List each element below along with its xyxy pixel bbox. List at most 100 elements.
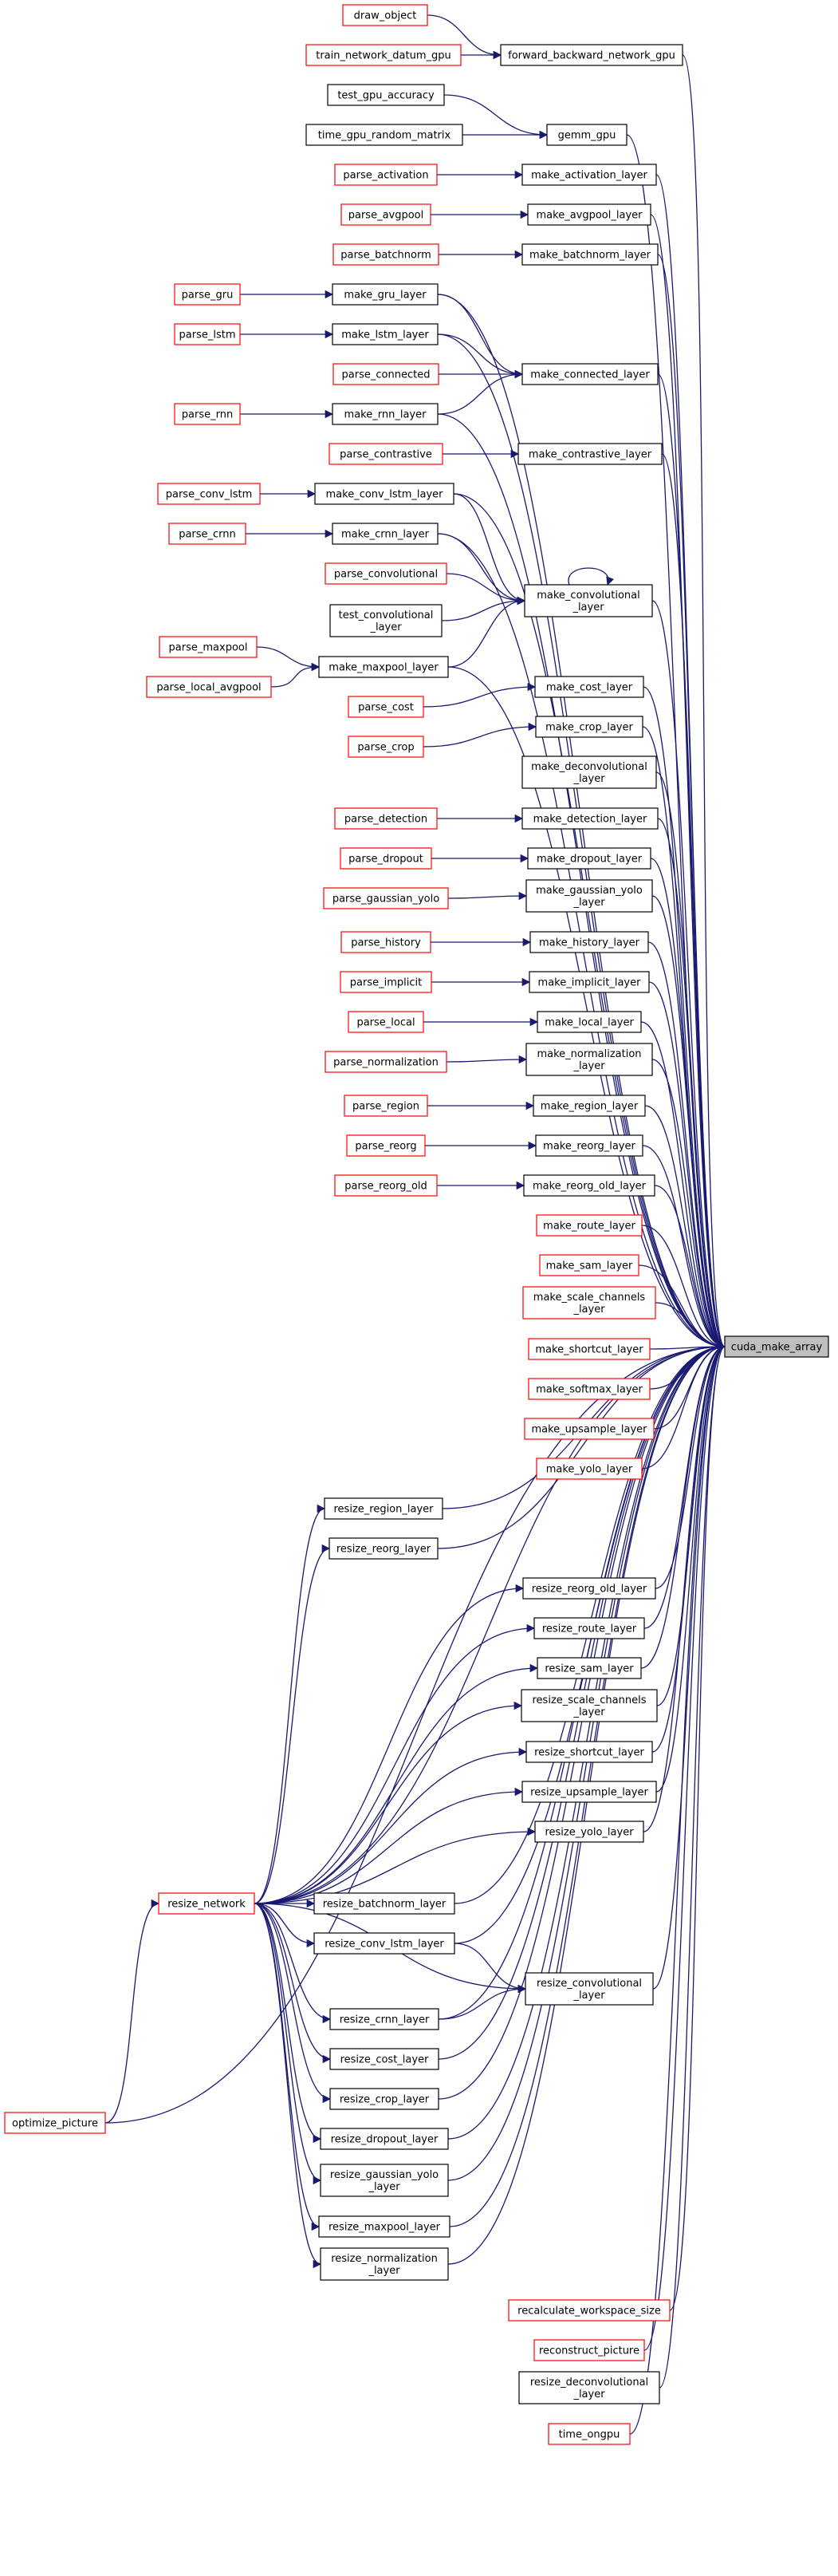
node-box[interactable] (157, 483, 261, 505)
node-resize_shortcut_layer[interactable]: resize_shortcut_layer (525, 1741, 653, 1763)
node-resize_dropout_layer[interactable]: resize_dropout_layer (320, 2128, 449, 2150)
node-resize_crop_layer[interactable]: resize_crop_layer (329, 2088, 439, 2110)
node-box[interactable] (522, 1577, 656, 1600)
node-make_detection_layer[interactable]: make_detection_layer (521, 807, 659, 830)
node-box[interactable] (521, 1689, 658, 1722)
node-resize_deconvolutional_layer[interactable]: resize_deconvolutional_layer (518, 2371, 660, 2404)
node-make_softmax_layer[interactable]: make_softmax_layer (528, 1378, 651, 1400)
node-box[interactable] (159, 636, 258, 658)
node-make_avgpool_layer[interactable]: make_avgpool_layer (527, 203, 651, 226)
node-box[interactable] (158, 1892, 255, 1915)
node-box[interactable] (329, 2088, 439, 2110)
node-make_rnn_layer[interactable]: make_rnn_layer (332, 403, 439, 425)
node-box[interactable] (334, 164, 438, 186)
node-reconstruct_picture[interactable]: reconstruct_picture (533, 2339, 645, 2361)
node-parse_gru[interactable]: parse_gru (174, 283, 241, 306)
node-box[interactable] (521, 243, 659, 266)
node-make_crnn_layer[interactable]: make_crnn_layer (332, 523, 439, 545)
node-box[interactable] (318, 656, 449, 678)
node-parse_reorg_old[interactable]: parse_reorg_old (334, 1174, 438, 1197)
node-box[interactable] (348, 696, 424, 718)
node-recalculate_workspace_size[interactable]: recalculate_workspace_size (508, 2299, 671, 2322)
node-box[interactable] (525, 1972, 654, 2006)
node-box[interactable] (528, 1338, 651, 1360)
node-resize_gaussian_yolo_layer[interactable]: resize_gaussian_yolo_layer (320, 2164, 449, 2197)
node-box[interactable] (527, 203, 651, 226)
node-box[interactable] (533, 1095, 646, 1117)
node-parse_history[interactable]: parse_history (340, 931, 431, 953)
node-box[interactable] (500, 44, 683, 66)
node-box[interactable] (305, 44, 462, 66)
node-box[interactable] (537, 1657, 642, 1679)
node-box[interactable] (508, 2299, 671, 2322)
node-box[interactable] (533, 2339, 645, 2361)
node-box[interactable] (327, 84, 445, 106)
node-box[interactable] (525, 1043, 653, 1076)
node-make_batchnorm_layer[interactable]: make_batchnorm_layer (521, 243, 659, 266)
node-make_sam_layer[interactable]: make_sam_layer (539, 1254, 639, 1276)
node-box[interactable] (521, 1781, 657, 1803)
node-box[interactable] (146, 676, 272, 698)
node-parse_crop[interactable]: parse_crop (348, 736, 424, 758)
node-box[interactable] (329, 2008, 439, 2030)
node-box[interactable] (525, 1741, 653, 1763)
node-box[interactable] (332, 523, 439, 545)
node-gemm_gpu[interactable]: gemm_gpu (546, 124, 628, 146)
node-cuda_make_array[interactable]: cuda_make_array (724, 1335, 829, 1358)
node-make_maxpool_layer[interactable]: make_maxpool_layer (318, 656, 449, 678)
node-box[interactable] (4, 2112, 106, 2134)
node-make_crop_layer[interactable]: make_crop_layer (535, 716, 643, 738)
node-box[interactable] (539, 1254, 639, 1276)
node-box[interactable] (320, 2247, 449, 2281)
node-box[interactable] (325, 562, 447, 585)
node-make_normalization_layer[interactable]: make_normalization_layer (525, 1043, 653, 1076)
node-make_dropout_layer[interactable]: make_dropout_layer (527, 847, 651, 870)
node-resize_region_layer[interactable]: resize_region_layer (324, 1497, 443, 1520)
node-make_reorg_old_layer[interactable]: make_reorg_old_layer (523, 1174, 655, 1197)
node-box[interactable] (313, 1932, 455, 1955)
node-box[interactable] (340, 847, 432, 870)
node-resize_upsample_layer[interactable]: resize_upsample_layer (521, 1781, 657, 1803)
node-box[interactable] (529, 971, 650, 993)
node-parse_local_avgpool[interactable]: parse_local_avgpool (146, 676, 272, 698)
node-make_yolo_layer[interactable]: make_yolo_layer (536, 1458, 643, 1480)
node-box[interactable] (528, 1378, 651, 1400)
node-box[interactable] (320, 2128, 449, 2150)
node-parse_region[interactable]: parse_region (344, 1095, 428, 1117)
node-time_gpu_random_matrix[interactable]: time_gpu_random_matrix (305, 124, 463, 146)
node-parse_normalization[interactable]: parse_normalization (325, 1051, 447, 1073)
node-resize_normalization_layer[interactable]: resize_normalization_layer (320, 2247, 449, 2281)
node-box[interactable] (313, 1892, 455, 1915)
node-box[interactable] (340, 931, 431, 953)
node-box[interactable] (334, 807, 438, 830)
node-box[interactable] (534, 1821, 644, 1843)
node-make_region_layer[interactable]: make_region_layer (533, 1095, 646, 1117)
node-box[interactable] (529, 931, 649, 953)
node-make_contrastive_layer[interactable]: make_contrastive_layer (517, 443, 663, 465)
node-box[interactable] (522, 1286, 656, 1320)
node-resize_scale_channels_layer[interactable]: resize_scale_channels_layer (521, 1689, 658, 1722)
node-make_conv_lstm_layer[interactable]: make_conv_lstm_layer (314, 483, 454, 505)
node-parse_local[interactable]: parse_local (348, 1011, 424, 1033)
node-box[interactable] (340, 971, 432, 993)
node-make_local_layer[interactable]: make_local_layer (537, 1011, 642, 1033)
node-box[interactable] (324, 1497, 443, 1520)
node-make_gaussian_yolo_layer[interactable]: make_gaussian_yolo_layer (525, 879, 653, 913)
node-box[interactable] (320, 2164, 449, 2197)
node-resize_batchnorm_layer[interactable]: resize_batchnorm_layer (313, 1892, 455, 1915)
node-parse_gaussian_yolo[interactable]: parse_gaussian_yolo (323, 887, 449, 909)
node-box[interactable] (329, 2048, 439, 2070)
node-resize_cost_layer[interactable]: resize_cost_layer (329, 2048, 439, 2070)
node-parse_batchnorm[interactable]: parse_batchnorm (332, 243, 439, 266)
node-box[interactable] (174, 323, 241, 345)
node-make_reorg_layer[interactable]: make_reorg_layer (535, 1134, 643, 1157)
node-make_cost_layer[interactable]: make_cost_layer (534, 676, 644, 698)
node-box[interactable] (305, 124, 463, 146)
node-box[interactable] (325, 1051, 447, 1073)
node-box[interactable] (168, 523, 246, 545)
node-parse_conv_lstm[interactable]: parse_conv_lstm (157, 483, 261, 505)
node-parse_contrastive[interactable]: parse_contrastive (329, 443, 443, 465)
node-box[interactable] (332, 243, 439, 266)
node-box[interactable] (329, 443, 443, 465)
node-box[interactable] (535, 1134, 643, 1157)
